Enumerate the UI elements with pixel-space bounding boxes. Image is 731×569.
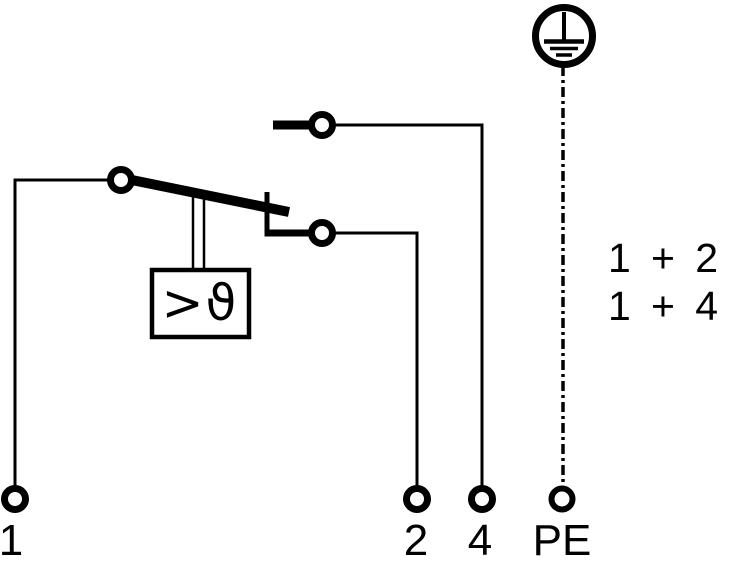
contact-circle-mid bbox=[308, 219, 336, 247]
wire-terminal-2 bbox=[330, 231, 419, 489]
switch-pivot-circle bbox=[107, 166, 135, 194]
switch-lever bbox=[126, 174, 290, 217]
terminal-circle-4 bbox=[468, 485, 496, 513]
contact-circle-top bbox=[308, 111, 336, 139]
thermal-trip-label: >ϑ bbox=[162, 274, 239, 332]
terminal-circle-1 bbox=[1, 485, 29, 513]
terminal-label-2: 2 bbox=[404, 516, 428, 565]
actuator-linkage bbox=[191, 197, 206, 271]
protective-earth-icon bbox=[532, 4, 596, 68]
terminal-label-pe: PE bbox=[533, 516, 592, 565]
contact-pair-line-2: 1 + 4 bbox=[608, 283, 718, 329]
thermal-trip-box bbox=[149, 267, 252, 340]
wire-terminal-4 bbox=[330, 123, 484, 489]
terminal-label-1: 1 bbox=[0, 516, 23, 565]
wire-terminal-1 bbox=[13, 178, 112, 489]
terminal-label-4: 4 bbox=[468, 516, 492, 565]
terminal-circle-pe bbox=[548, 485, 576, 513]
contact-pair-line-1: 1 + 2 bbox=[608, 235, 718, 281]
terminal-circle-2 bbox=[403, 485, 431, 513]
